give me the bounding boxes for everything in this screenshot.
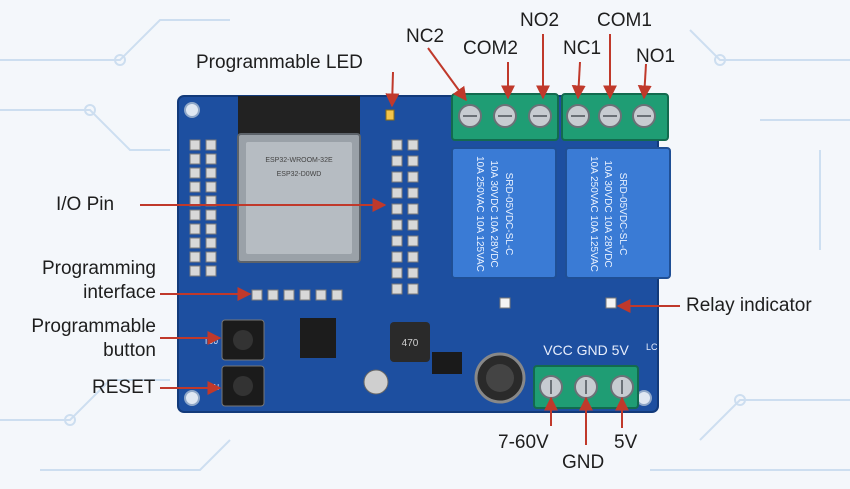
- header-pin: [205, 237, 217, 249]
- interface-pin: [267, 289, 279, 301]
- regulator: [300, 318, 336, 358]
- interface-pin: [299, 289, 311, 301]
- header-pin: [205, 167, 217, 179]
- svg-text:10A 250VAC 10A 125VAC: 10A 250VAC 10A 125VAC: [474, 156, 485, 272]
- module-text-1: ESP32-WROOM-32E: [265, 157, 333, 164]
- arrow-no1: [637, 63, 652, 100]
- label-5v: 5V: [614, 432, 638, 453]
- header-pin: [391, 171, 403, 183]
- label-reset: RESET: [92, 377, 156, 398]
- svg-text:10A 30VDC 10A 28VDC: 10A 30VDC 10A 28VDC: [602, 160, 613, 267]
- label-com2: COM2: [463, 38, 518, 59]
- header-pin: [189, 265, 201, 277]
- label-io-pin: I/O Pin: [56, 194, 115, 215]
- relay-indicator-1: [605, 297, 617, 309]
- arrow-programmable-led: [385, 71, 400, 108]
- header-pin: [391, 203, 403, 215]
- header-pin: [189, 181, 201, 193]
- relay-indicator-2: [499, 297, 511, 309]
- label-programmable-led: Programmable LED: [196, 52, 363, 73]
- header-pin: [391, 267, 403, 279]
- inductor: [390, 322, 430, 362]
- module-text-2: ESP32-D0WD: [277, 171, 322, 178]
- header-pin: [189, 251, 201, 263]
- header-pin: [407, 219, 419, 231]
- header-pin: [407, 187, 419, 199]
- header-pin: [391, 283, 403, 295]
- header-pin: [205, 153, 217, 165]
- svg-text:10A 30VDC 10A 28VDC: 10A 30VDC 10A 28VDC: [488, 160, 499, 267]
- interface-pin: [251, 289, 263, 301]
- header-pin: [391, 155, 403, 167]
- header-pin: [189, 153, 201, 165]
- header-pin: [205, 265, 217, 277]
- header-pin: [407, 283, 419, 295]
- header-pin: [391, 139, 403, 151]
- header-pin: [407, 139, 419, 151]
- label-relay-indicator: Relay indicator: [686, 295, 812, 316]
- header-pin: [205, 251, 217, 263]
- header-pin: [391, 251, 403, 263]
- header-pin: [205, 139, 217, 151]
- header-pin: [189, 139, 201, 151]
- power-silk-text: VCC GND 5V: [543, 342, 629, 358]
- header-pin: [391, 235, 403, 247]
- label-no1: NO1: [636, 46, 676, 67]
- label-no2: NO2: [520, 10, 560, 31]
- header-pin: [407, 171, 419, 183]
- header-pin: [391, 187, 403, 199]
- svg-text:10A 250VAC 10A 125VAC: 10A 250VAC 10A 125VAC: [588, 156, 599, 272]
- label-programmable-button-1: Programmable: [31, 316, 156, 337]
- small-capacitor: [363, 369, 389, 395]
- header-pin: [407, 155, 419, 167]
- header-pin: [189, 167, 201, 179]
- circuit-background: [0, 19, 850, 471]
- header-pin: [205, 181, 217, 193]
- svg-text:SRD-05VDC-SL-C: SRD-05VDC-SL-C: [617, 173, 628, 256]
- header-pin: [391, 219, 403, 231]
- interface-pin: [315, 289, 327, 301]
- relay-2: 10A 250VAC 10A 125VAC 10A 30VDC 10A 28VD…: [451, 147, 557, 279]
- label-nc2: NC2: [406, 26, 445, 47]
- label-programming-interface-1: Programming: [41, 258, 156, 279]
- relay-1: 10A 250VAC 10A 125VAC 10A 30VDC 10A 28VD…: [565, 147, 671, 279]
- label-programmable-button-2: button: [103, 340, 156, 361]
- header-pin: [407, 203, 419, 215]
- lc-text: LC: [646, 342, 658, 352]
- header-pin: [407, 235, 419, 247]
- programmable-led: [385, 109, 395, 121]
- ic-chip: [432, 352, 462, 374]
- label-nc1: NC1: [563, 38, 602, 59]
- header-pin: [205, 209, 217, 221]
- label-7-60v: 7-60V: [498, 432, 549, 453]
- interface-pin: [331, 289, 343, 301]
- header-pin: [189, 209, 201, 221]
- arrow-nc1: [571, 61, 586, 100]
- header-pin: [205, 223, 217, 235]
- header-pin: [407, 251, 419, 263]
- header-pin: [189, 223, 201, 235]
- header-pin: [189, 237, 201, 249]
- interface-pin: [283, 289, 295, 301]
- header-pin: [407, 267, 419, 279]
- inductor-text: 470: [402, 338, 419, 349]
- arrow-nc2: [427, 47, 467, 102]
- label-com1: COM1: [597, 10, 652, 31]
- label-programming-interface-2: interface: [83, 282, 156, 303]
- annotation-arrows: [140, 34, 680, 445]
- label-gnd: GND: [562, 452, 605, 473]
- svg-text:SRD-05VDC-SL-C: SRD-05VDC-SL-C: [503, 173, 514, 256]
- esp32-antenna: [238, 96, 360, 136]
